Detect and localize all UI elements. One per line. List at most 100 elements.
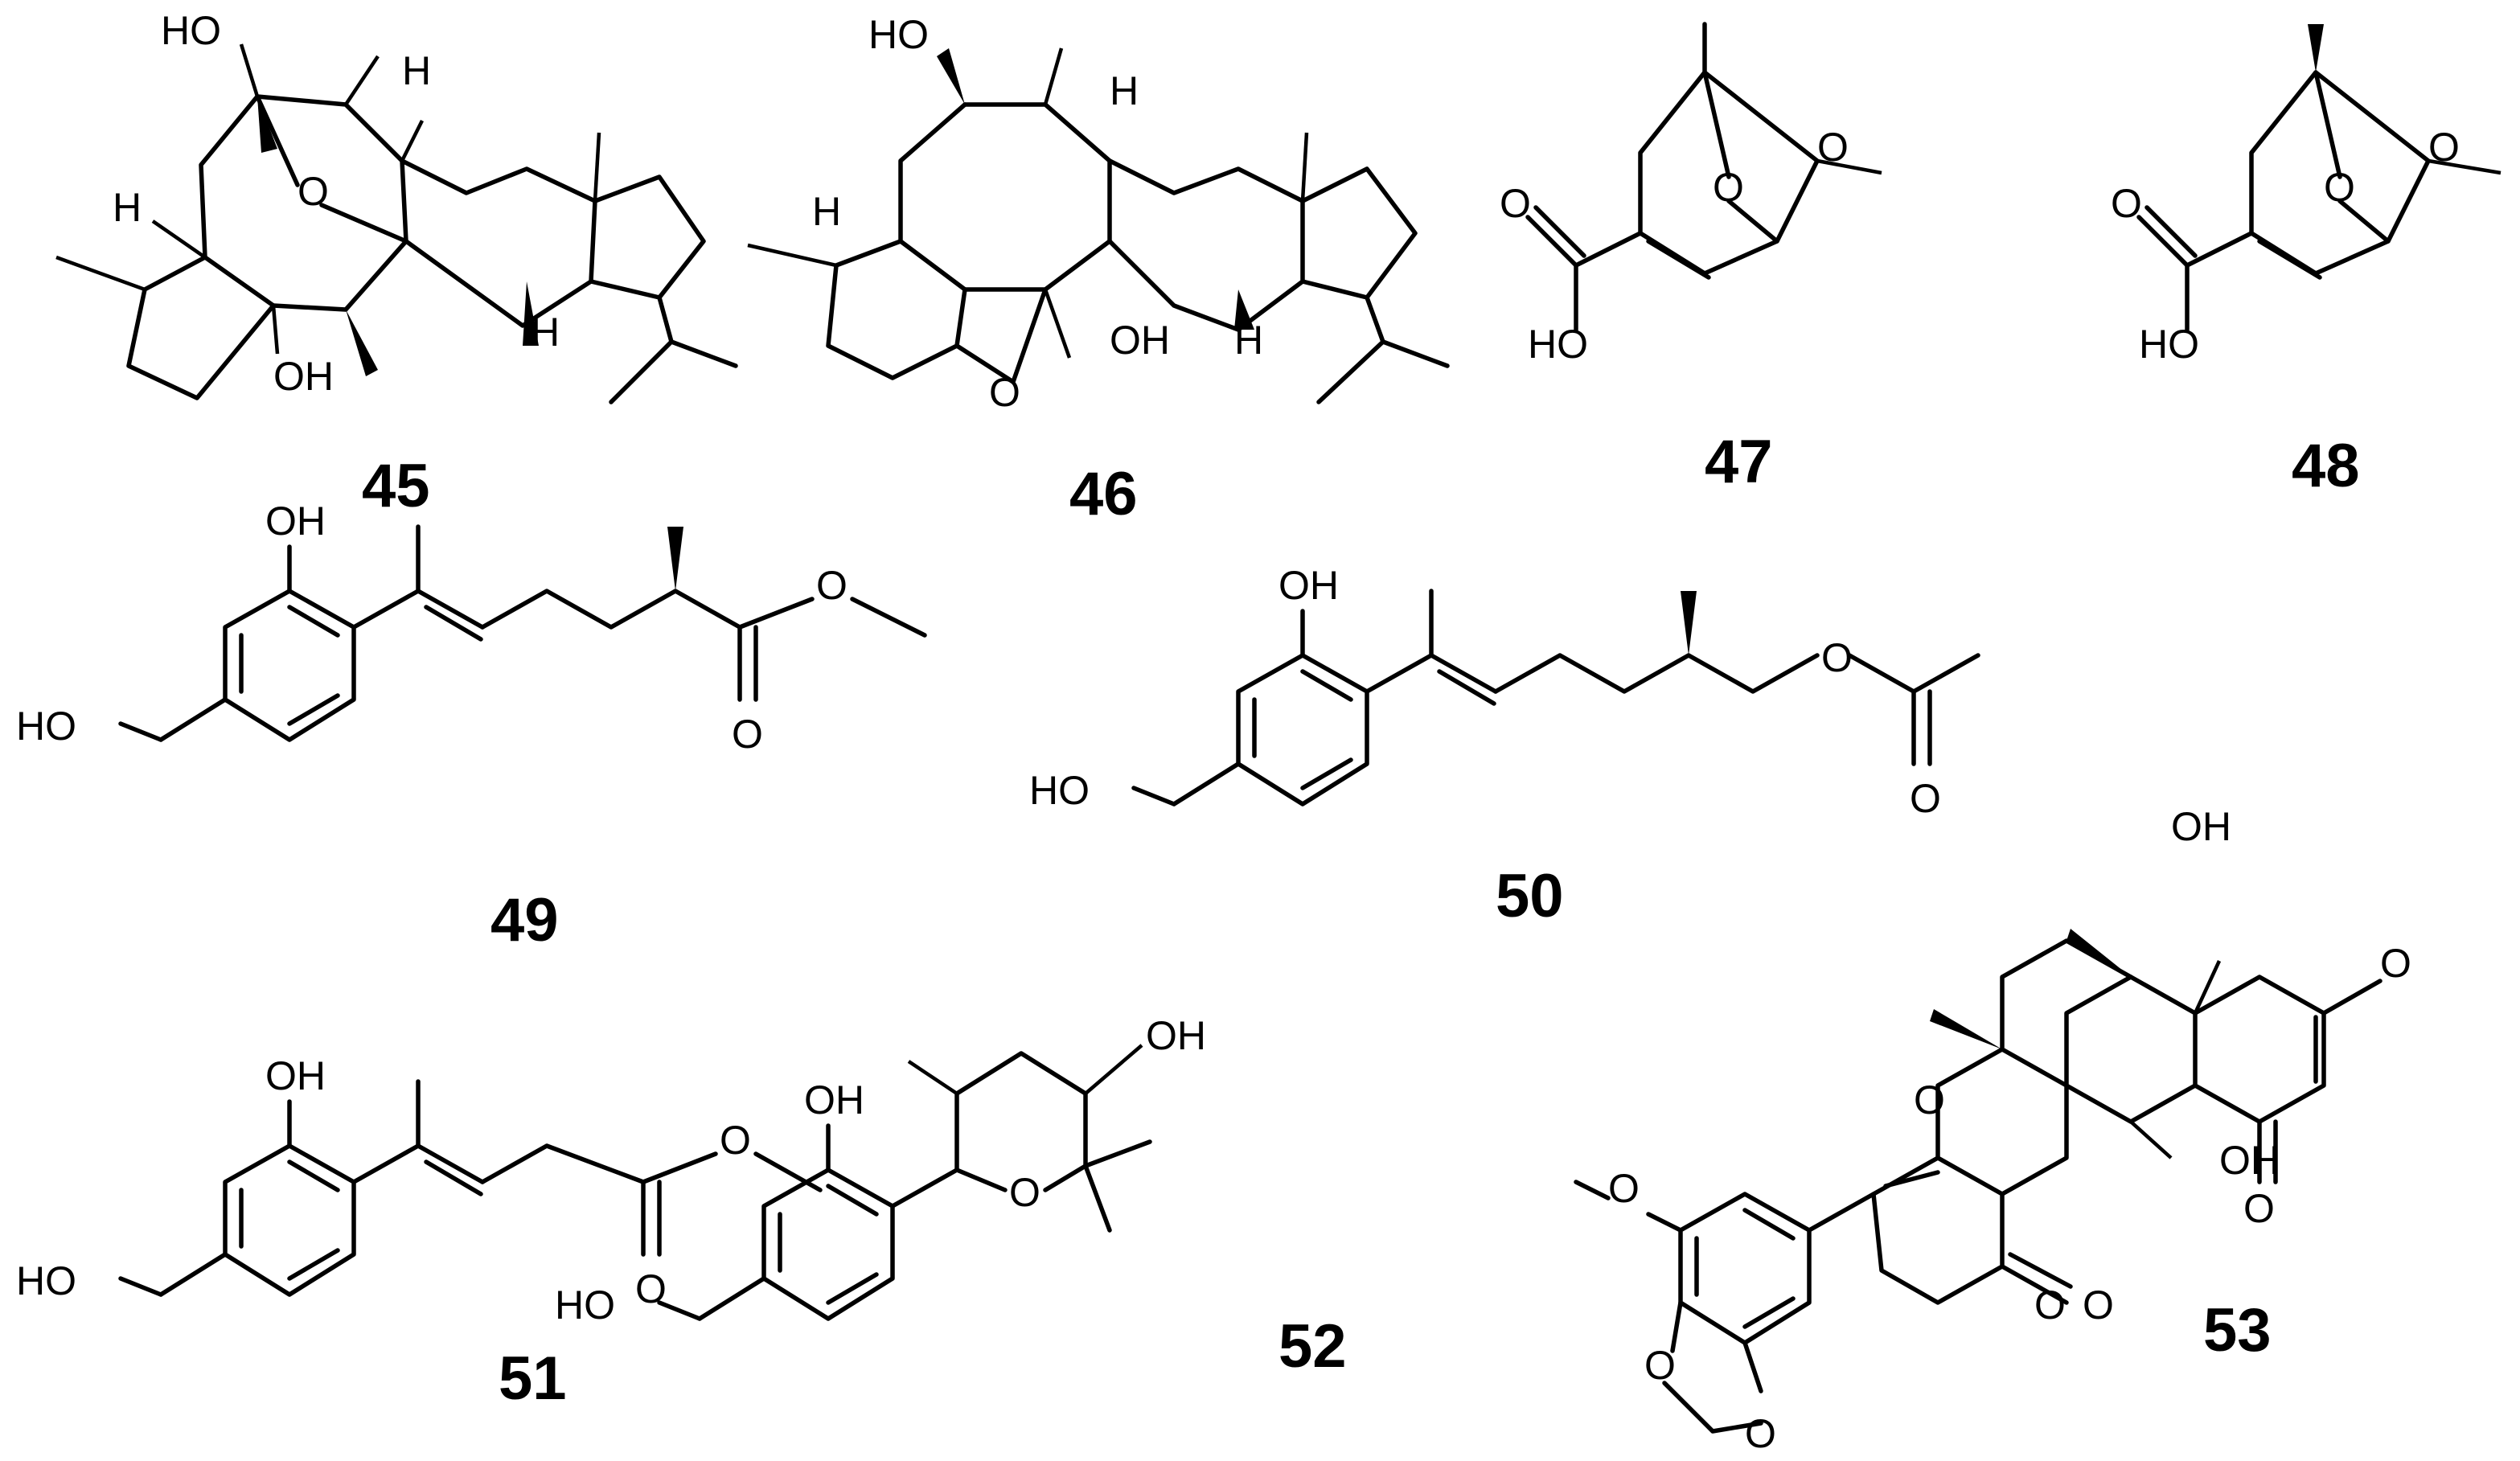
bond	[1883, 1170, 1940, 1188]
bond	[1807, 1192, 1876, 1233]
bond	[319, 203, 408, 244]
bond	[287, 1159, 340, 1192]
atom-label: O	[816, 563, 848, 608]
bond	[2000, 1264, 2069, 1305]
bond	[523, 281, 539, 346]
bond	[697, 1276, 766, 1321]
bond	[667, 527, 683, 591]
bond	[158, 697, 228, 742]
bond	[1107, 158, 1305, 332]
atom-label: HO	[555, 1282, 615, 1328]
bond	[287, 1248, 340, 1281]
bond	[937, 48, 965, 105]
atom-label: O	[1910, 776, 1941, 821]
bond	[737, 597, 815, 630]
bond	[1574, 1180, 1611, 1200]
bond	[2008, 1252, 2073, 1289]
bond	[2193, 960, 2222, 1014]
atom-label: OH	[1146, 1013, 1206, 1058]
bond	[907, 1060, 958, 1095]
bond	[1847, 653, 1916, 694]
bond	[199, 94, 276, 308]
bond	[2321, 979, 2383, 1016]
bond	[1300, 132, 1309, 202]
atom-label: HO	[2139, 322, 2199, 367]
atom-label: O	[989, 370, 1020, 415]
atom-label: HO	[16, 1258, 76, 1303]
bond	[1742, 1296, 1796, 1329]
bond	[346, 310, 378, 376]
bond	[593, 132, 601, 202]
atom-label: OH	[265, 1053, 326, 1098]
bond	[826, 1184, 879, 1217]
bond	[118, 1276, 163, 1297]
bond	[1646, 1212, 1683, 1233]
atom-label: HO	[1029, 768, 1090, 813]
bond	[1662, 1381, 1763, 1434]
bond	[589, 174, 706, 300]
bond	[2428, 158, 2502, 175]
compound-45: HO O H H OH H 45	[55, 8, 738, 520]
bond	[2144, 205, 2198, 258]
bond	[2066, 929, 2131, 977]
bond	[1437, 669, 1496, 706]
bond	[1043, 47, 1064, 105]
bond	[609, 339, 738, 404]
bond	[1131, 786, 1176, 806]
bond	[826, 239, 967, 380]
bond	[962, 102, 1112, 292]
bond	[55, 255, 146, 292]
bond	[400, 119, 425, 162]
bond	[657, 1300, 702, 1321]
bond	[239, 43, 260, 97]
atom-label: O	[720, 1118, 751, 1163]
bond	[1525, 215, 1578, 268]
bond	[2185, 231, 2254, 268]
atom-label: OH	[1278, 563, 1339, 608]
bond	[1574, 231, 1643, 268]
bond	[1084, 1044, 1143, 1095]
bond	[1365, 295, 1385, 344]
atom-label: O	[1009, 1170, 1040, 1215]
bond	[2337, 199, 2391, 244]
atom-label: O	[2111, 181, 2142, 226]
bond	[126, 255, 276, 400]
bond	[287, 693, 340, 726]
bond	[1726, 199, 1779, 244]
compound-49: OH HO O O 49	[16, 499, 927, 954]
bond	[1300, 166, 1418, 300]
compound-50: OH HO O O 50	[1029, 563, 1980, 930]
bond	[954, 287, 1048, 384]
bond	[753, 1151, 823, 1192]
atom-label: O	[2243, 1186, 2275, 1231]
bond	[761, 1168, 895, 1321]
atom-label: O	[1644, 1343, 1676, 1388]
bond	[118, 721, 163, 742]
bond	[2257, 239, 2322, 280]
bond	[257, 96, 277, 153]
atom-label: OH	[1110, 318, 1170, 363]
bond	[1043, 289, 1072, 359]
bond	[1935, 1047, 2069, 1196]
atom-label: OH	[265, 499, 326, 544]
atom-label: H	[531, 310, 560, 355]
atom-label: O	[1817, 125, 1849, 170]
atom-label: O	[2380, 941, 2411, 986]
bond	[2193, 975, 2326, 1124]
compound-label: 53	[2203, 1296, 2272, 1365]
atom-label: HO	[16, 704, 76, 749]
atom-label: O	[1745, 1411, 1776, 1456]
compound-label: 47	[1705, 428, 1773, 496]
atom-label: O	[2428, 125, 2460, 170]
atom-label: OH	[2219, 1138, 2280, 1183]
atom-label: H	[1110, 68, 1139, 113]
bond	[151, 220, 207, 259]
atom-label: HO	[1528, 322, 1588, 367]
bond	[1083, 1163, 1112, 1233]
compound-47: O O O HO 47	[1500, 22, 1882, 496]
bond	[1234, 289, 1254, 330]
atom-label: O	[298, 169, 329, 214]
bond	[1816, 158, 1882, 175]
